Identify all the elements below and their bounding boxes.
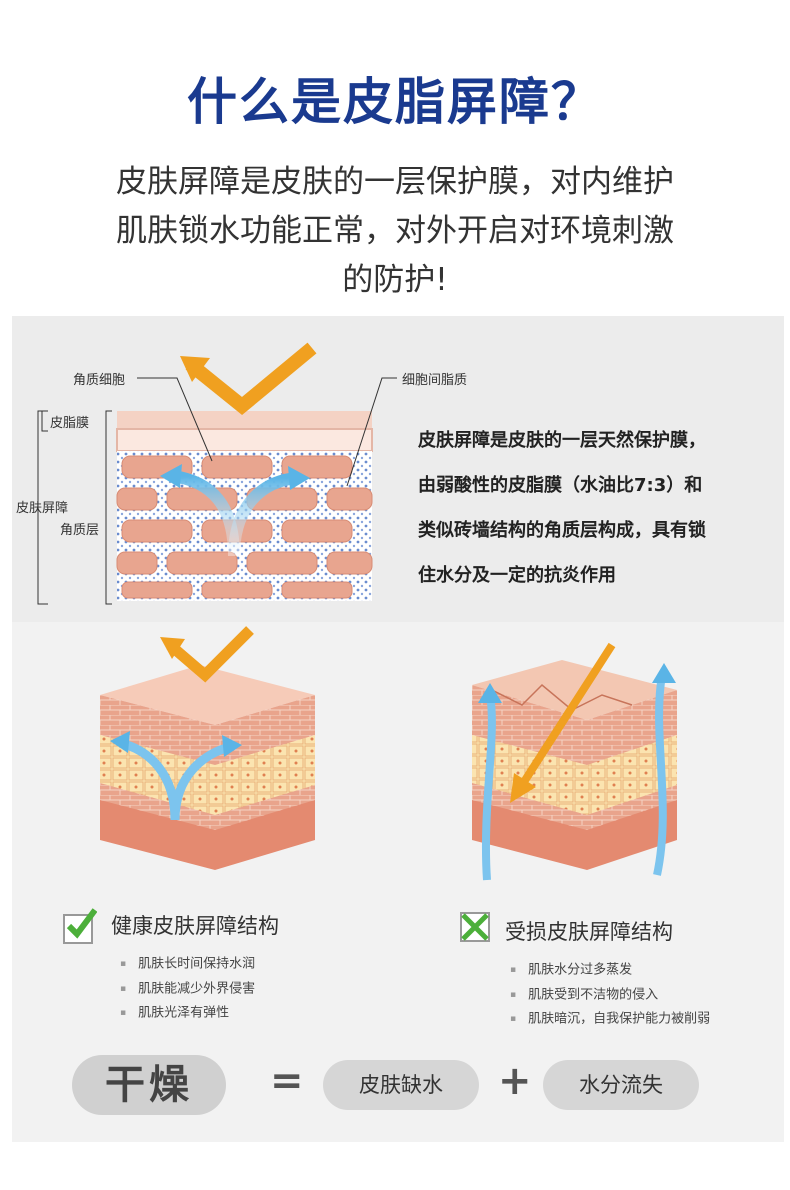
healthy-bullets: 肌肤长时间保持水润 肌肤能减少外界侵害 肌肤光泽有弹性 — [120, 952, 255, 1026]
healthy-skin-cube-illustration — [100, 626, 315, 870]
cross-icon — [458, 910, 492, 944]
description: 皮肤屏障是皮肤的一层天然保护膜， 由弱酸性的皮脂膜（水油比7:3）和 类似砖墙结… — [418, 418, 706, 598]
healthy-bullet-1: 肌肤长时间保持水润 — [120, 952, 255, 977]
intro-line-3: 的防护! — [342, 262, 448, 298]
label-intercellular-lipid: 细胞间脂质 — [402, 373, 468, 388]
damaged-bullets: 肌肤水分过多蒸发 肌肤受到不洁物的侵入 肌肤暗沉，自我保护能力被削弱 — [510, 958, 710, 1032]
description-line-3: 类似砖墙结构的角质层构成，具有锁 — [418, 520, 706, 541]
skin-cross-section-diagram — [37, 342, 397, 605]
healthy-caption: 健康皮肤屏障结构 — [111, 914, 279, 938]
lack-of-water-pill: 皮肤缺水 — [323, 1060, 479, 1110]
equals-sign: = — [270, 1058, 304, 1104]
label-keratinocyte: 角质细胞 — [73, 373, 126, 388]
healthy-bullet-3: 肌肤光泽有弹性 — [120, 1001, 255, 1026]
healthy-bullet-2: 肌肤能减少外界侵害 — [120, 977, 255, 1002]
page-title: 什么是皮脂屏障？ — [187, 73, 603, 131]
damaged-bullet-3: 肌肤暗沉，自我保护能力被削弱 — [510, 1007, 710, 1032]
label-stratum-corneum: 角质层 — [60, 523, 100, 538]
label-skin-barrier: 皮肤屏障 — [16, 501, 69, 516]
damaged-skin-cube-illustration — [472, 642, 677, 881]
check-icon — [63, 908, 97, 944]
label-sebum-film: 皮脂膜 — [50, 416, 90, 431]
intro-text: 皮肤屏障是皮肤的一层保护膜，对内维护 肌肤锁水功能正常，对外开启对环境刺激 的防… — [60, 158, 730, 305]
description-line-4: 住水分及一定的抗炎作用 — [418, 565, 616, 586]
water-loss-pill: 水分流失 — [543, 1060, 699, 1110]
description-line-1: 皮肤屏障是皮肤的一层天然保护膜， — [418, 430, 706, 451]
damaged-caption: 受损皮肤屏障结构 — [505, 920, 673, 944]
description-line-2: 由弱酸性的皮脂膜（水油比7:3）和 — [418, 475, 703, 496]
dryness-pill: 干燥 — [72, 1055, 226, 1115]
damaged-bullet-1: 肌肤水分过多蒸发 — [510, 958, 710, 983]
plus-sign: + — [498, 1058, 532, 1104]
intro-line-1: 皮肤屏障是皮肤的一层保护膜，对内维护 — [116, 164, 674, 200]
damaged-bullet-2: 肌肤受到不洁物的侵入 — [510, 983, 710, 1008]
intro-line-2: 肌肤锁水功能正常，对外开启对环境刺激 — [116, 213, 674, 249]
